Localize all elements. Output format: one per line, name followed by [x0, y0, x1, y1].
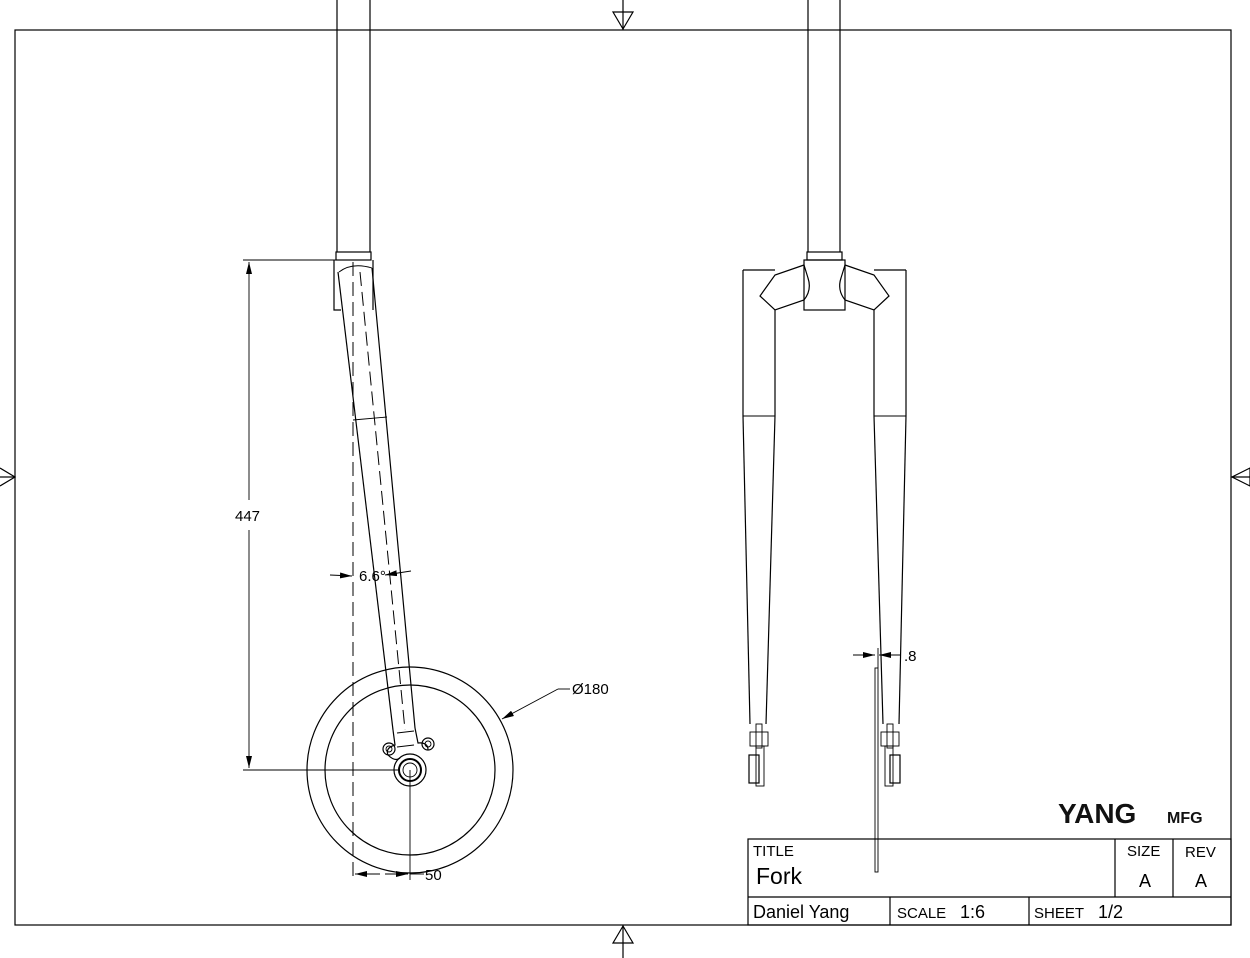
dimension-dropout-gap-label: .8 [904, 648, 917, 665]
dimension-wheel-diameter-label: Ø180 [572, 681, 609, 698]
centering-mark-bottom [611, 924, 635, 958]
dimension-offset: 50 [355, 867, 442, 884]
drawing-title: Fork [756, 863, 803, 889]
size-label: SIZE [1127, 843, 1160, 860]
dimension-rake-angle-label: 6.6° [359, 568, 386, 585]
dimension-height-label: 447 [235, 508, 260, 525]
sheet-border [14, 29, 1232, 926]
sheet-value: 1/2 [1098, 902, 1123, 922]
centering-mark-right [1230, 467, 1250, 487]
title-block: TITLE Fork SIZE A REV A Daniel Yang SCAL… [747, 838, 1232, 926]
centering-mark-top [611, 0, 635, 31]
centering-mark-left [0, 467, 17, 487]
dimension-offset-label: 50 [425, 867, 442, 884]
scale-label: SCALE [897, 905, 946, 922]
rev-value: A [1195, 871, 1207, 891]
dimension-dropout-gap: .8 [853, 648, 917, 668]
scale-value: 1:6 [960, 902, 985, 922]
fork-side-view [306, 0, 514, 880]
dimension-rake-angle: 6.6° [329, 568, 412, 585]
dimension-wheel-diameter: Ø180 [501, 681, 609, 720]
company-logo: YANG MFG [1058, 798, 1203, 829]
rev-label: REV [1185, 844, 1216, 861]
fork-front-view [742, 0, 907, 873]
author-name: Daniel Yang [753, 902, 849, 922]
logo-sub-text: MFG [1167, 810, 1203, 827]
dimension-height: 447 [235, 259, 400, 771]
title-label: TITLE [753, 843, 794, 860]
size-value: A [1139, 871, 1151, 891]
sheet-label: SHEET [1034, 905, 1084, 922]
logo-main-text: YANG [1058, 798, 1136, 829]
